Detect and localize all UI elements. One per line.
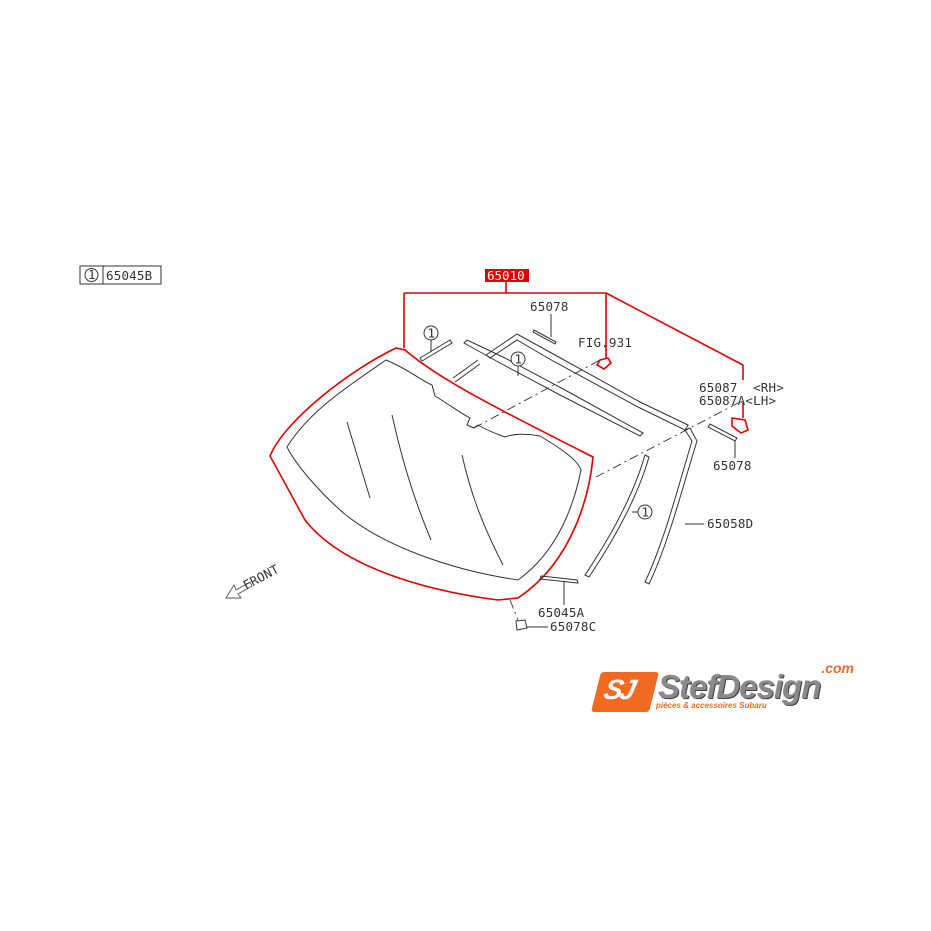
ref-circle-1a: 1 <box>423 325 439 341</box>
label-65058D[interactable]: 65058D <box>707 516 753 531</box>
svg-text:65010: 65010 <box>487 268 525 283</box>
side-weatherstrip-65058D[interactable] <box>644 427 698 585</box>
svg-text:1: 1 <box>428 326 436 341</box>
ref-circle-1c: 1 <box>637 504 653 520</box>
svg-text:FRONT: FRONT <box>240 561 281 593</box>
lower-molding-65045A[interactable] <box>539 575 579 584</box>
label-65045A[interactable]: 65045A <box>538 605 585 620</box>
logo-badge-icon: SJ <box>591 672 659 712</box>
label-fig931[interactable]: FIG.931 <box>578 335 632 350</box>
assembly-bracket <box>403 282 744 418</box>
clip-65087[interactable] <box>731 417 749 434</box>
label-65087a-lh[interactable]: 65087A<LH> <box>699 393 776 408</box>
guide-lines <box>473 359 741 621</box>
windshield-glass[interactable] <box>269 347 594 601</box>
fig931-clip[interactable] <box>595 357 613 370</box>
ref-circle-1b: 1 <box>510 351 526 367</box>
clip-65078C[interactable] <box>515 619 528 631</box>
svg-text:1: 1 <box>88 267 96 282</box>
top-molding-strips[interactable] <box>419 329 689 437</box>
front-arrow: FRONT <box>225 561 282 599</box>
assembly-part-65010[interactable]: 65010 <box>485 268 529 283</box>
label-65078-top[interactable]: 65078 <box>530 299 569 314</box>
leader-lines <box>430 314 736 628</box>
svg-text:65045B: 65045B <box>106 268 152 283</box>
logo-tagline: pièces & accessoires Subaru <box>656 701 767 710</box>
stefdesign-logo[interactable]: SJ StefDesign .com pièces & accessoires … <box>591 660 856 716</box>
label-65087-rh[interactable]: 65087 <RH> <box>699 380 784 395</box>
svg-text:1: 1 <box>515 352 523 367</box>
side-molding-left[interactable] <box>584 454 650 578</box>
label-65078C[interactable]: 65078C <box>550 619 596 634</box>
label-65078-side[interactable]: 65078 <box>713 458 752 473</box>
svg-text:1: 1 <box>642 505 650 520</box>
logo-domain: .com <box>821 660 854 676</box>
legend-box: 1 65045B <box>79 265 162 285</box>
logo-name: StefDesign <box>658 668 821 705</box>
